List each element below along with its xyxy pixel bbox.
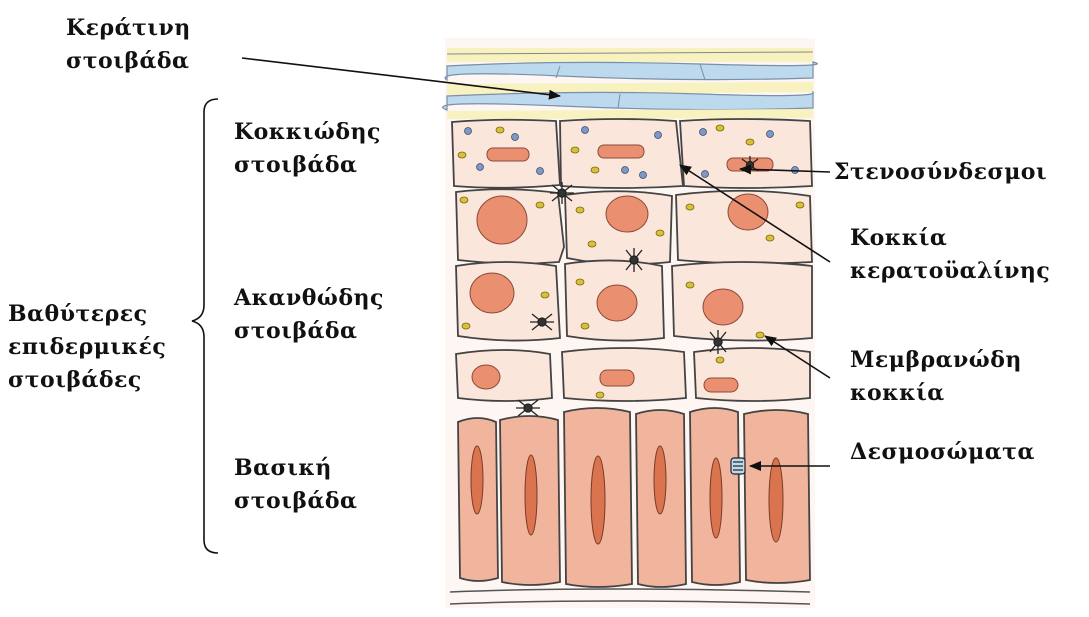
label-line: Στενοσύνδεσμοι <box>834 156 1047 189</box>
label-stratum-spinosum: Ακανθώδης στοιβάδα <box>234 282 384 348</box>
label-line: κοκκία <box>850 377 1022 410</box>
label-line: Κοκκία <box>850 222 1050 255</box>
label-keratohyalin-granules: Κοκκία κερατοϋαλίνης <box>850 222 1050 288</box>
nucleus <box>598 145 644 158</box>
label-stratum-granulosum: Κοκκιώδης στοιβάδα <box>234 116 381 182</box>
label-line: Βαθύτερες <box>8 298 166 331</box>
granular-layer <box>452 119 812 188</box>
label-line: στοιβάδα <box>234 149 381 182</box>
label-line: στοιβάδα <box>234 315 384 348</box>
label-line: Βασική <box>234 452 358 485</box>
desmosome-basal <box>731 458 745 474</box>
label-line: Μεμβρανώδη <box>850 344 1022 377</box>
label-stratum-basale: Βασική στοιβάδα <box>234 452 358 518</box>
braces <box>192 99 218 553</box>
label-line: στοιβάδα <box>66 45 191 78</box>
label-stratum-corneum: Κεράτινη στοιβάδα <box>66 12 191 78</box>
label-line: στοιβάδα <box>234 485 358 518</box>
label-lamellar-granules: Μεμβρανώδη κοκκία <box>850 344 1022 410</box>
label-line: στοιβάδες <box>8 364 166 397</box>
label-tight-junctions: Στενοσύνδεσμοι <box>834 156 1047 189</box>
label-deeper-layers: Βαθύτερες επιδερμικές στοιβάδες <box>8 298 166 397</box>
label-line: Κοκκιώδης <box>234 116 381 149</box>
label-desmosomes: Δεσμοσώματα <box>850 436 1035 469</box>
label-line: Δεσμοσώματα <box>850 436 1035 469</box>
label-line: Ακανθώδης <box>234 282 384 315</box>
label-line: επιδερμικές <box>8 331 166 364</box>
nucleus <box>487 148 529 161</box>
spinous-layer <box>456 156 812 416</box>
label-line: Κεράτινη <box>66 12 191 45</box>
label-line: κερατοϋαλίνης <box>850 255 1050 288</box>
